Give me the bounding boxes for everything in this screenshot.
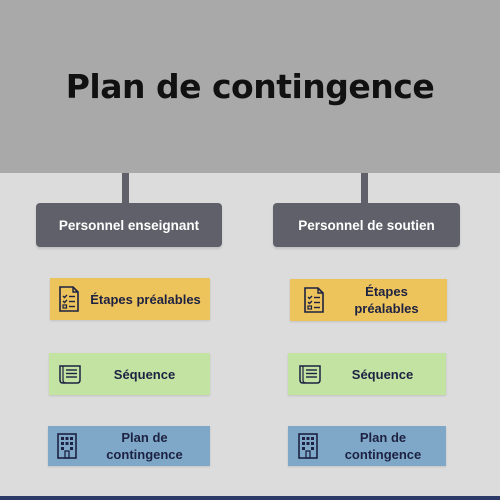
card-sequence-left: Séquence <box>49 353 210 395</box>
card-label: Séquence <box>351 366 414 382</box>
building-icon <box>57 433 77 459</box>
card-contingency-plan-right: Plan de contingence <box>288 426 446 466</box>
card-label: Séquence <box>113 366 176 382</box>
bottom-bar <box>0 496 500 500</box>
checklist-icon <box>304 287 324 313</box>
card-label: Étapes préalables <box>90 291 201 307</box>
card-label: Étapes préalables <box>354 284 419 316</box>
header-banner: Plan de contingence <box>0 0 500 173</box>
document-icon <box>299 365 321 384</box>
card-prior-steps-left: Étapes préalables <box>50 278 210 320</box>
card-sequence-right: Séquence <box>288 353 446 395</box>
building-icon <box>298 433 318 459</box>
role-label: Personnel de soutien <box>298 217 435 233</box>
page-title: Plan de contingence <box>65 67 435 106</box>
connector-right <box>361 173 368 203</box>
connector-left <box>122 173 129 203</box>
role-box-teaching-staff: Personnel enseignant <box>36 203 222 247</box>
card-prior-steps-right: Étapes préalables <box>290 279 447 321</box>
role-label: Personnel enseignant <box>58 217 200 233</box>
role-box-support-staff: Personnel de soutien <box>273 203 460 247</box>
checklist-icon <box>59 286 79 312</box>
document-icon <box>59 365 81 384</box>
card-contingency-plan-left: Plan de contingence <box>48 426 210 466</box>
card-label: Plan de contingence <box>344 430 422 462</box>
card-label: Plan de contingence <box>106 430 183 462</box>
